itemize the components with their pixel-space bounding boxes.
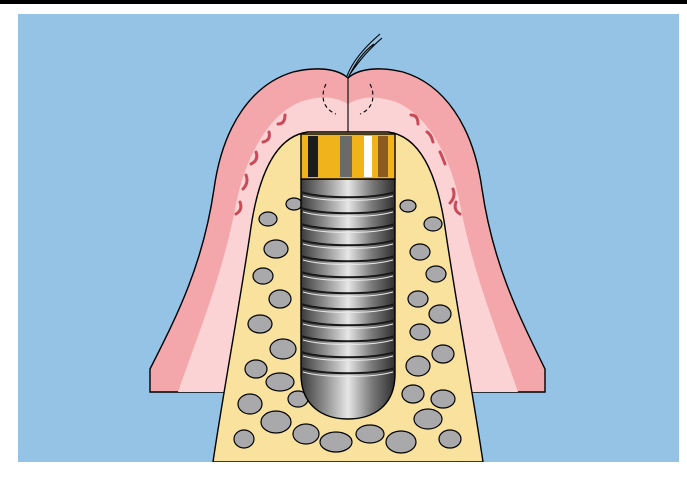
top-rule bbox=[0, 0, 687, 4]
cover-screw bbox=[301, 134, 395, 179]
figure-panel bbox=[18, 14, 679, 462]
implant-illustration bbox=[18, 14, 679, 462]
implant-body bbox=[301, 179, 395, 419]
